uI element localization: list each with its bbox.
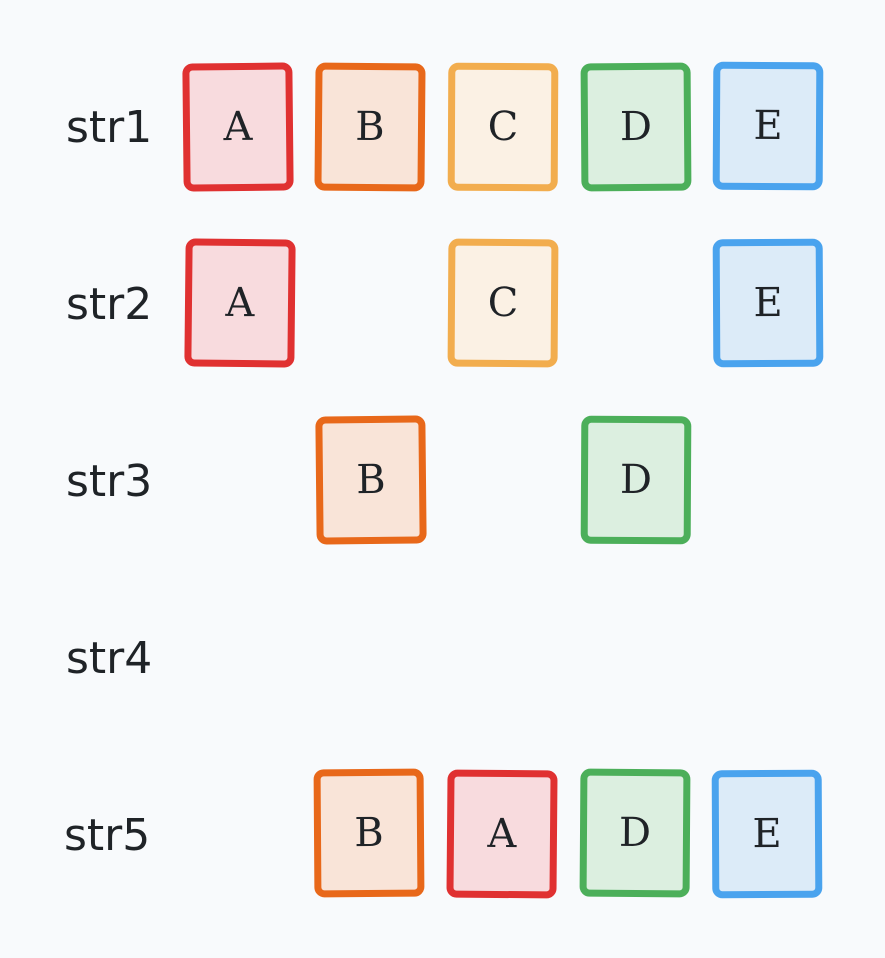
tile-str2-a: A <box>184 238 296 368</box>
tile-str5-e: E <box>711 769 823 899</box>
row-label-str1: str1 <box>66 102 153 153</box>
tile-letter: B <box>354 809 384 857</box>
row-label-str2: str2 <box>66 279 153 330</box>
tile-str1-e: E <box>712 61 824 191</box>
tile-letter: D <box>619 456 653 504</box>
tile-letter: C <box>487 279 519 327</box>
tile-str2-e: E <box>712 238 824 368</box>
tile-str2-c: C <box>447 238 559 368</box>
tile-str1-b: B <box>314 62 426 192</box>
tile-str3-d: D <box>580 415 692 545</box>
tile-str1-d: D <box>580 62 692 192</box>
tile-str1-c: C <box>447 62 559 192</box>
tile-letter: D <box>619 103 653 151</box>
tile-letter: A <box>487 810 517 858</box>
row-label-str3: str3 <box>66 456 153 507</box>
tile-letter: D <box>618 809 652 857</box>
tile-str5-d: D <box>579 768 691 898</box>
tile-letter: A <box>225 279 255 327</box>
tile-str3-b: B <box>315 415 427 545</box>
row-label-str4: str4 <box>66 633 153 684</box>
tile-letter: C <box>487 103 519 151</box>
tile-letter: E <box>753 102 783 150</box>
tile-letter: B <box>356 456 386 504</box>
tile-letter: E <box>752 810 782 858</box>
tile-str1-a: A <box>182 62 294 192</box>
tile-letter: E <box>753 279 783 327</box>
tile-str5-a: A <box>446 769 558 899</box>
tile-letter: B <box>355 103 385 151</box>
tile-letter: A <box>223 103 253 151</box>
tile-str5-b: B <box>313 768 425 898</box>
row-label-str5: str5 <box>64 810 151 861</box>
